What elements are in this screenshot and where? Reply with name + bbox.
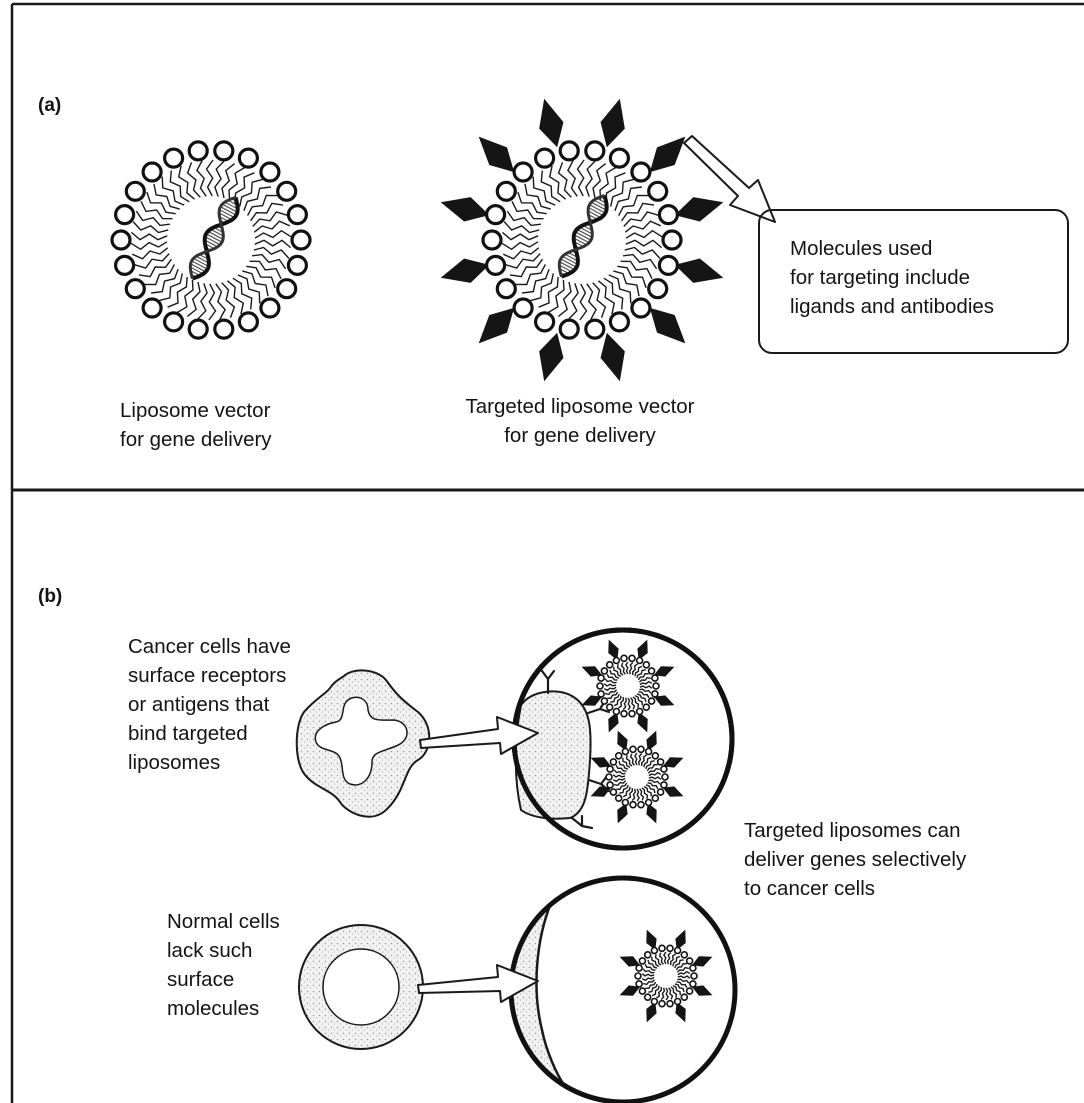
text-line: Normal cells <box>167 910 280 933</box>
callout-arrow <box>683 135 776 223</box>
text-line: to cancer cells <box>744 877 876 900</box>
text-line: bind targeted <box>128 722 248 745</box>
caption-line: for gene delivery <box>504 424 656 447</box>
figure-frame <box>10 2 1084 1103</box>
text-line: molecules <box>167 997 260 1020</box>
text-line: Cancer cells have <box>128 635 291 658</box>
lipid-heads <box>110 140 312 340</box>
cancer-cell-icon <box>295 669 431 818</box>
targeting-molecules-callout <box>758 209 1069 354</box>
lipid-heads <box>634 944 698 1008</box>
dna-helix-icon <box>557 193 609 279</box>
targeted-liposome-caption: Targeted liposome vector for gene delive… <box>440 392 720 450</box>
targeted-delivery-text: Targeted liposomes can deliver genes sel… <box>744 816 966 903</box>
text-line: or antigens that <box>128 693 270 716</box>
text-line: surface receptors <box>128 664 287 687</box>
text-line: deliver genes selectively <box>744 848 967 871</box>
lipid-tails <box>603 661 653 711</box>
caption-line: Targeted liposome vector <box>465 395 695 418</box>
cancer-cells-text: Cancer cells have surface receptors or a… <box>128 632 291 777</box>
targeted-liposome-icon <box>619 929 713 1023</box>
lipid-tails <box>641 951 691 1001</box>
caption-line: Liposome vector <box>120 399 271 422</box>
panel-b-label: (b) <box>38 586 63 607</box>
lipid-heads <box>605 745 669 809</box>
callout-line: Molecules used <box>790 237 933 260</box>
callout-text: Molecules used for targeting include lig… <box>790 234 994 321</box>
targeting-molecules <box>619 929 713 1023</box>
callout-line: ligands and antibodies <box>790 295 995 318</box>
lipid-heads <box>481 140 683 340</box>
cancer-to-magnified-arrow <box>419 716 539 755</box>
targeted-liposome-vector-icon <box>440 98 724 382</box>
targeting-molecules <box>581 639 675 733</box>
normal-cell-icon <box>298 924 424 1050</box>
lipid-heads <box>596 654 660 718</box>
text-line: liposomes <box>128 751 221 774</box>
text-line: surface <box>167 968 235 991</box>
liposome-vector-icon <box>110 140 312 340</box>
dna-helix-icon <box>188 195 240 281</box>
lipid-tails <box>130 159 292 321</box>
targeting-molecules <box>440 98 724 382</box>
caption-line: for gene delivery <box>120 428 272 451</box>
targeted-liposome-icon <box>590 730 684 824</box>
lipid-tails <box>501 159 663 321</box>
targeting-molecules <box>590 730 684 824</box>
panel-a-label: (a) <box>38 95 62 116</box>
normal-cells-text: Normal cells lack such surface molecules <box>167 907 280 1023</box>
text-line: Targeted liposomes can <box>744 819 961 842</box>
targeted-liposome-icon <box>581 639 675 733</box>
text-line: lack such <box>167 939 253 962</box>
callout-line: for targeting include <box>790 266 971 289</box>
lipid-tails <box>612 752 662 802</box>
normal-to-magnified-arrow <box>417 964 539 1003</box>
liposome-caption: Liposome vector for gene delivery <box>120 396 272 454</box>
